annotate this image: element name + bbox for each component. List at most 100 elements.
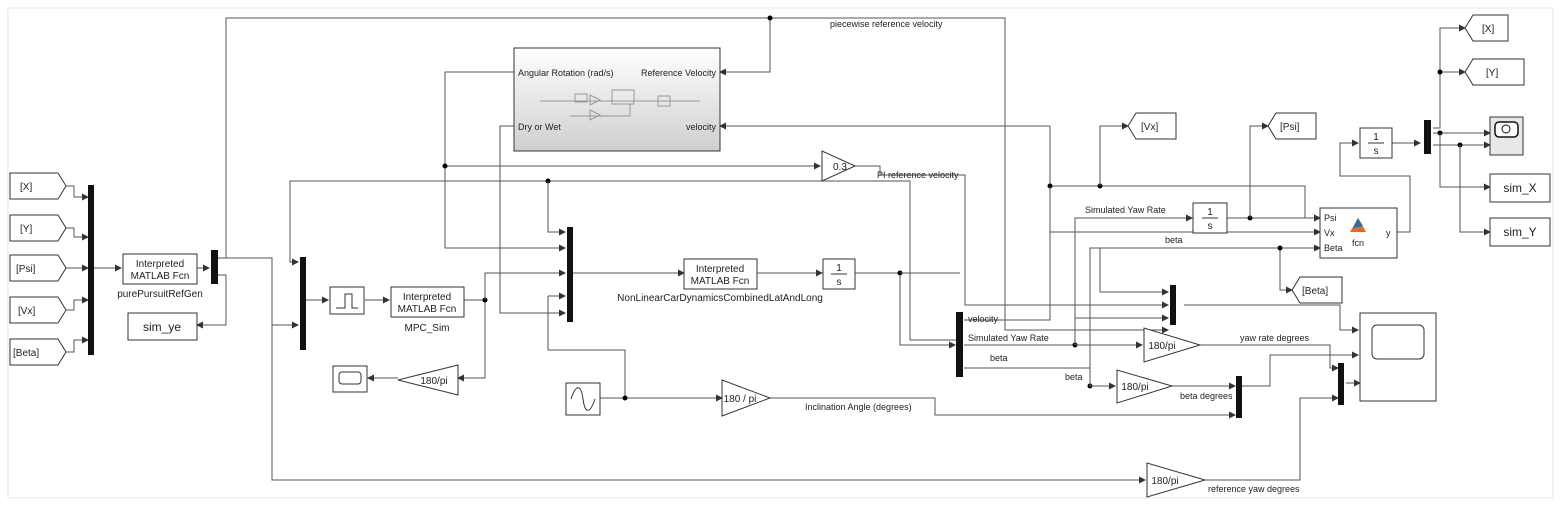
integrator-fcn-den: s [1374,146,1379,157]
gain-ref-label: 180/pi [1151,476,1178,487]
step-icon [336,293,358,309]
mpc-fcn-block[interactable]: Interpreted MATLAB Fcn MPC_Sim [390,286,465,334]
goto-tag-y: [Y] [1464,58,1525,86]
signal-beta-low: beta [1065,372,1083,382]
signal-beta-bus: beta [990,353,1008,363]
xy-graph-block[interactable] [1489,116,1524,156]
from-tag-psi: [Psi] [9,254,67,282]
nl-fcn-line1: Interpreted [696,264,744,275]
integrator-yaw-block[interactable]: 1 s [1192,202,1228,234]
from-y-label: [Y] [20,224,32,235]
goto-y-label: [Y] [1486,68,1498,79]
vehicle-subsystem-block[interactable]: Angular Rotation (rad/s) Dry or Wet Refe… [513,47,721,152]
from-beta-label: [Beta] [13,348,39,359]
mux-inputs-bar [88,185,94,355]
pure-pursuit-fcn-block[interactable]: Interpreted MATLAB Fcn purePursuitRefGen [117,253,203,300]
signal-incl-label: Inclination Angle (degrees) [805,402,912,412]
signal-wires [66,15,1491,484]
subsystem-port-ref-velocity: Reference Velocity [641,68,717,78]
gain-inc-label: 180 / pi [724,394,757,405]
subsystem-port-dry-wet: Dry or Wet [518,122,561,132]
pp-fcn-line2: MATLAB Fcn [131,271,190,282]
nl-fcn-line2: MATLAB Fcn [691,276,750,287]
sim-ye-block[interactable]: sim_ye [127,312,198,341]
from-psi-label: [Psi] [16,264,36,275]
scope-main-block[interactable] [1359,312,1437,402]
mpc-fcn-line2: MATLAB Fcn [398,304,457,315]
mux-velocity-bar [1170,285,1176,325]
integrator-dyn-num: 1 [836,263,842,274]
goto-tag-beta: [Beta] [1291,276,1343,304]
fcn-port-y: y [1386,228,1391,238]
fcn-port-beta: Beta [1324,243,1343,253]
sim-y-block[interactable]: sim_Y [1489,217,1551,247]
sim-ye-label: sim_ye [143,320,181,334]
signal-yaw-deg-label: yaw rate degrees [1240,333,1310,343]
from-tag-beta: [Beta] [9,338,67,366]
integrator-yaw-num: 1 [1207,207,1213,218]
integrator-yaw-den: s [1208,221,1213,232]
signal-pi-ref-label: PI reference velocity [877,170,959,180]
pp-fcn-name: purePursuitRefGen [117,289,203,300]
scope-mpc-block[interactable] [332,365,368,393]
mpc-fcn-name: MPC_Sim [404,323,449,334]
diagram-frame [7,7,1554,499]
integrator-fcn-block[interactable]: 1 s [1359,127,1393,159]
fcn-port-vx: Vx [1324,228,1335,238]
mpc-fcn-line1: Interpreted [403,292,451,303]
gain-mpc-block[interactable]: 180/pi [397,364,459,396]
sine-wave-block[interactable] [565,382,601,416]
bus-selector-bar [956,312,963,377]
sim-x-block[interactable]: sim_X [1489,173,1551,203]
gain-03-label: 0.3 [833,162,847,173]
from-tag-y: [Y] [9,214,67,242]
sim-x-label: sim_X [1503,181,1536,195]
gain-yaw-block[interactable]: 180/pi [1143,327,1202,363]
pp-fcn-line1: Interpreted [136,259,184,270]
subsystem-port-angular: Angular Rotation (rad/s) [518,68,614,78]
mux-mpc-bar [300,257,306,350]
signal-ref-yaw-label: reference yaw degrees [1208,484,1300,494]
goto-tag-x: [X] [1464,14,1509,42]
integrator-dyn-den: s [837,277,842,288]
goto-vx-label: [Vx] [1141,122,1158,133]
goto-beta-label: [Beta] [1302,286,1328,297]
gain-ref-yaw-block[interactable]: 180/pi [1146,462,1207,498]
demux-xy-bar [1424,120,1431,154]
gain-beta-block[interactable]: 180/pi [1116,369,1174,404]
subsystem-port-velocity: velocity [686,122,717,132]
signal-beta-top: beta [1165,235,1183,245]
from-tag-vx: [Vx] [9,296,67,324]
demux-pp-bar [211,250,218,284]
goto-tag-psi: [Psi] [1267,112,1317,140]
gain-mpc-label: 180/pi [420,376,447,387]
gain-03-block[interactable]: 0.3 [821,150,857,182]
from-vx-label: [Vx] [18,306,35,317]
nl-fcn-name: NonLinearCarDynamicsCombinedLatAndLong [617,293,823,304]
mux-beta-bar [1236,376,1242,418]
signal-velocity-label: velocity [968,314,999,324]
fcn-name-label: fcn [1352,238,1364,248]
mux-yaw-bar [1338,363,1344,405]
signal-piecewise-label: piecewise reference velocity [830,19,943,29]
integrator-fcn-num: 1 [1373,132,1379,143]
signal-beta-deg-label: beta degrees [1180,391,1233,401]
scope-mpc-icon [338,371,362,385]
step-block[interactable] [329,286,365,315]
matlab-function-block[interactable]: Psi Vx Beta y fcn [1319,207,1398,259]
sine-wave-icon [570,387,596,411]
nonlinear-dynamics-fcn-block[interactable]: Interpreted MATLAB Fcn NonLinearCarDynam… [617,258,823,304]
sim-y-label: sim_Y [1503,225,1536,239]
subsystem-thumbnail-icon [540,89,700,121]
from-tag-x: [X] [9,172,67,200]
goto-psi-label: [Psi] [1280,122,1300,133]
signal-sim-yaw-top: Simulated Yaw Rate [1085,205,1166,215]
fcn-port-psi: Psi [1324,213,1337,223]
xy-graph-icon [1494,121,1519,138]
integrator-dynamics-block[interactable]: 1 s [822,258,856,290]
from-x-label: [X] [20,182,32,193]
goto-x-label: [X] [1482,24,1494,35]
gain-beta-label: 180/pi [1121,382,1148,393]
gain-inclination-block[interactable]: 180 / pi [721,379,772,417]
